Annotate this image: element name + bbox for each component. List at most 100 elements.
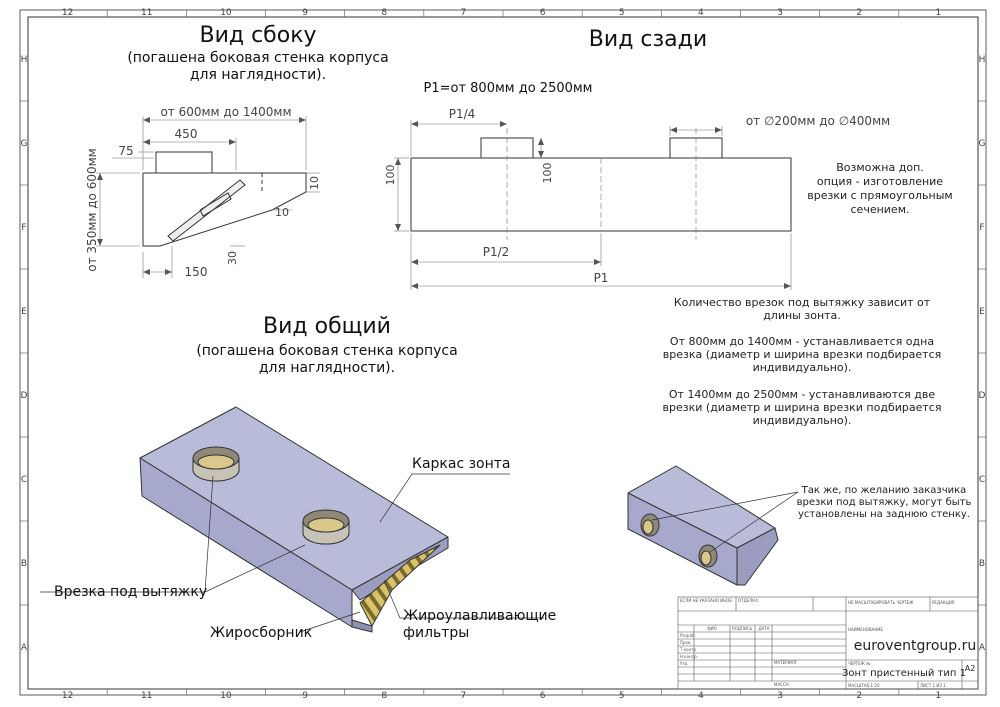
grid-column-label-top: 7 <box>461 8 467 18</box>
grid-column-label-bottom: 2 <box>856 691 862 701</box>
info-p1-l1: Количество врезок под вытяжку зависит от <box>674 296 931 309</box>
grid-row-label-left: A <box>21 643 28 653</box>
grid-column-label-bottom: 10 <box>220 691 232 701</box>
grid-row-label-right: H <box>979 55 986 65</box>
grid-column-label-top: 9 <box>302 8 308 18</box>
tb-drawing-name: Зонт пристенный тип 1 <box>842 668 966 679</box>
side-view: Вид сбоку (погашена боковая стенка корпу… <box>85 23 389 279</box>
grid-row-label-left: B <box>21 559 27 569</box>
rear-dim-full: P1 <box>594 271 609 285</box>
rear-dim-quarter: P1/4 <box>449 107 476 121</box>
grid-column-label-bottom: 12 <box>62 691 73 701</box>
grid-row-label-right: B <box>979 559 985 569</box>
title-block: ЕСЛИ НЕ УКАЗАНО ИНОЕ:ОТДЕЛКА:НЕ МАСШТАБИ… <box>677 596 979 690</box>
title-block-row-label: Т.контр. <box>679 647 697 652</box>
grid-column-label-top: 12 <box>62 8 73 18</box>
side-dim-30: 30 <box>226 251 239 265</box>
tb-sheet-format: A2 <box>965 664 976 673</box>
label-frame: Каркас зонта <box>412 456 511 472</box>
grid-column-label-bottom: 5 <box>619 691 625 701</box>
grid-column-label-top: 4 <box>698 8 704 18</box>
side-dim-10b: 10 <box>275 206 289 219</box>
side-view-subtitle-2: для наглядности). <box>190 67 326 83</box>
grid-row-label-left: G <box>21 139 28 149</box>
title-block-lines <box>677 596 979 690</box>
rear-cutout-1 <box>640 513 660 537</box>
tb-website: euroventgroup.ru <box>854 638 977 654</box>
info-p3-l1: От 1400мм до 2500мм - устанавливаются дв… <box>669 388 935 401</box>
general-view-subtitle-1: (погашена боковая стенка корпуса <box>196 343 457 359</box>
rear-view-title: Вид сзади <box>589 27 707 52</box>
info-p1-l2: длины зонта. <box>763 309 841 322</box>
grid-column-label-bottom: 7 <box>461 691 467 701</box>
side-dim-75: 75 <box>118 144 133 158</box>
grid-column-label-top: 11 <box>141 8 152 18</box>
info-text: Количество врезок под вытяжку зависит от… <box>663 296 942 427</box>
grid-column-label-bottom: 8 <box>381 691 387 701</box>
general-view-title: Вид общий <box>263 314 391 339</box>
grid-row-label-right: A <box>979 643 986 653</box>
duct-cutout-2 <box>302 509 350 545</box>
grid-column-label-top: 2 <box>856 8 862 18</box>
grid-row-label-left: C <box>21 475 27 485</box>
rear-dim-100b: 100 <box>541 163 554 184</box>
general-leaders <box>40 473 544 633</box>
grid-column-label-bottom: 1 <box>936 691 942 701</box>
grid-column-label-bottom: 4 <box>698 691 704 701</box>
rear-option-leaders <box>651 491 799 553</box>
grid-column-label-bottom: 3 <box>777 691 783 701</box>
title-block-row-label: Н.контр. <box>680 654 698 659</box>
rear-dim-100a: 100 <box>384 165 397 186</box>
rear-dim-diameter: от ∅200мм до ∅400мм <box>746 114 890 128</box>
rear-option-view: Так же, по желанию заказчика врезки под … <box>627 465 972 586</box>
rear-option-note-1: Так же, по желанию заказчика <box>801 485 967 496</box>
title-block-header: МАССА: <box>774 682 790 687</box>
rear-view: Вид сзади P1=от 800мм до 2500мм <box>384 27 953 290</box>
rear-view-drawing <box>410 128 792 240</box>
rear-length-range: P1=от 800мм до 2500мм <box>424 81 593 96</box>
rear-option-note-3: установлены на заднюю стенку. <box>798 509 970 520</box>
grid-column-label-top: 10 <box>220 8 232 18</box>
rear-note-1: Возможна доп. <box>836 161 924 174</box>
title-block-column-label: ФИО <box>707 626 717 631</box>
title-block-row-label: Утв. <box>680 661 688 666</box>
grid-row-label-left: E <box>21 307 27 317</box>
title-block-header: МАТЕРИАЛ: <box>774 660 798 665</box>
side-view-title: Вид сбоку <box>199 23 316 48</box>
info-p3-l2: врезки (диаметр и ширина врезки подбирае… <box>663 401 942 414</box>
label-collector: Жиросборник <box>210 625 312 641</box>
rear-dim-half: P1/2 <box>483 245 510 259</box>
grid-row-label-left: F <box>21 223 26 233</box>
rear-view-dimensions <box>394 120 792 290</box>
side-view-subtitle-1: (погашена боковая стенка корпуса <box>127 50 388 66</box>
rear-option-note-2: врезки под вытяжку, могут быть <box>797 497 972 508</box>
grid-ticks <box>20 10 986 695</box>
hood-isometric <box>139 406 449 633</box>
title-block-header: ЛИСТ 1 ИЗ 1 <box>920 683 946 688</box>
grid-column-label-bottom: 9 <box>302 691 308 701</box>
rear-note-3: врезки с прямоугольным <box>807 189 952 202</box>
duct-cutout-1 <box>192 446 240 482</box>
grid-column-label-top: 8 <box>381 8 387 18</box>
info-p2-l1: От 800мм до 1400мм - устанавливается одн… <box>670 335 934 348</box>
grid-column-label-top: 3 <box>777 8 783 18</box>
grid-row-label-right: F <box>979 223 984 233</box>
general-view: Вид общий (погашена боковая стенка корпу… <box>40 314 556 641</box>
rear-cutout-2 <box>698 544 718 568</box>
title-block-header: ОТДЕЛКА: <box>738 598 759 603</box>
title-block-row-label: Пров. <box>680 640 692 645</box>
hood-rear-isometric <box>627 465 779 586</box>
grid-row-label-right: D <box>979 391 986 401</box>
side-view-drawing <box>142 151 307 247</box>
side-dim-depth: от 600мм до 1400мм <box>160 105 291 119</box>
side-dim-height: от 350мм до 600мм <box>85 148 99 271</box>
title-block-column-label: ДАТА <box>758 626 769 631</box>
grid-column-label-bottom: 6 <box>540 691 546 701</box>
info-p2-l2: врезка (диаметр и ширина врезки подбирае… <box>663 348 942 361</box>
info-p3-l3: индивидуально). <box>753 414 852 427</box>
side-dim-10a: 10 <box>308 176 321 190</box>
grid-column-label-top: 5 <box>619 8 625 18</box>
side-view-dimensions <box>96 116 320 278</box>
